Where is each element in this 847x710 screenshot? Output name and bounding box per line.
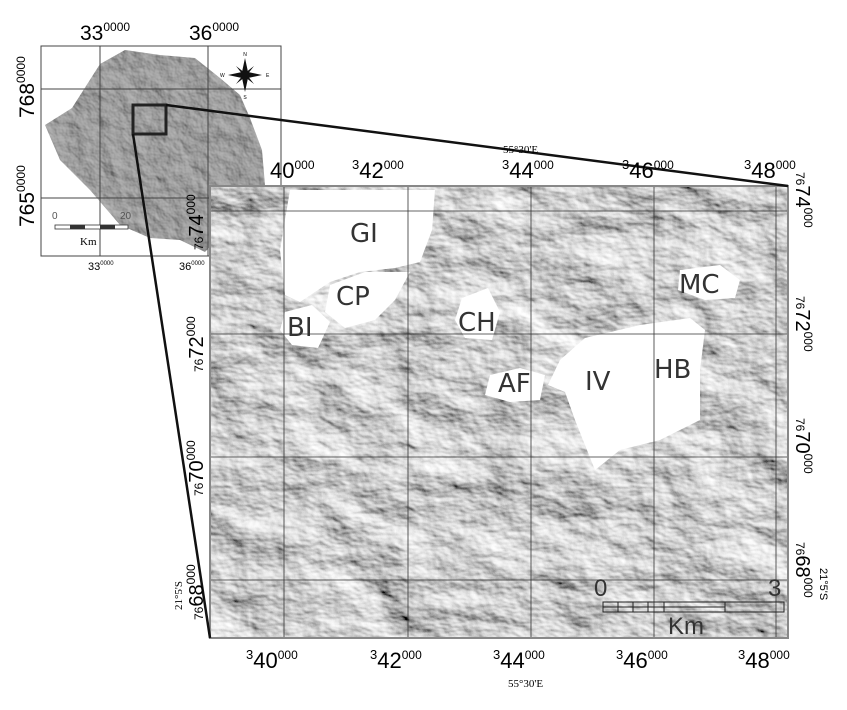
svg-text:N: N <box>243 52 247 58</box>
area-blobs <box>280 190 740 470</box>
inset-tick-top: 330000 <box>80 20 130 45</box>
svg-text:0: 0 <box>52 211 58 222</box>
lat-label-left: 21°5'S <box>173 581 185 610</box>
inset-map: N S E W 330000 360000 7680000 7650000 33… <box>14 20 282 273</box>
svg-text:7672000: 7672000 <box>184 316 208 372</box>
area-label-iv: IV <box>585 367 611 397</box>
svg-text:344000: 344000 <box>502 157 554 183</box>
svg-text:342000: 342000 <box>352 157 404 183</box>
svg-text:7674000: 7674000 <box>791 172 815 228</box>
lat-label-right: 21°5'S <box>817 568 829 600</box>
svg-text:340000: 340000 <box>246 647 298 673</box>
main-map: GI CP BI CH AF IV HB MC 0 3 Km <box>209 185 789 640</box>
zoom-extent-box <box>131 103 168 136</box>
main-scale-bar: 0 3 Km <box>594 575 785 640</box>
main-ticks-right: 7674000 7672000 7670000 7668000 <box>791 172 815 598</box>
inset-tick-bottom: 360000 <box>179 261 205 273</box>
svg-text:20: 20 <box>120 211 132 222</box>
svg-text:7668000: 7668000 <box>184 564 208 620</box>
main-ticks-top: 40000 342000 344000 346000 348000 <box>270 157 796 183</box>
svg-text:3: 3 <box>768 575 781 602</box>
svg-text:344000: 344000 <box>493 647 545 673</box>
inset-scale-bar: 0 20 Km <box>52 211 132 248</box>
svg-text:0: 0 <box>594 575 607 602</box>
area-label-ch: CH <box>458 308 496 338</box>
area-label-cp: CP <box>336 282 370 312</box>
inset-tick-bottom: 330000 <box>88 261 114 273</box>
area-label-hb: HB <box>654 355 691 385</box>
area-label-mc: MC <box>679 270 720 300</box>
grid-lines <box>210 186 788 638</box>
lon-label-bottom: 55°30'E <box>508 678 543 690</box>
inset-tick-left: 7680000 <box>14 56 39 118</box>
lon-label-top: 55°30'E <box>503 144 538 156</box>
svg-text:7670000: 7670000 <box>791 418 815 474</box>
connector-line <box>131 133 212 639</box>
compass-rose-icon: N S E W <box>220 52 270 101</box>
svg-text:348000: 348000 <box>744 157 796 183</box>
svg-text:W: W <box>220 73 225 79</box>
svg-text:Km: Km <box>80 236 97 248</box>
area-label-bi: BI <box>287 313 313 343</box>
svg-text:346000: 346000 <box>622 157 674 183</box>
svg-text:7672000: 7672000 <box>791 296 815 352</box>
svg-text:342000: 342000 <box>370 647 422 673</box>
svg-text:E: E <box>266 73 270 79</box>
inset-tick-top: 360000 <box>189 20 239 45</box>
connector-line <box>165 103 789 188</box>
svg-text:7670000: 7670000 <box>184 440 208 496</box>
main-ticks-bottom: 340000 342000 344000 346000 348000 <box>246 647 790 673</box>
svg-text:348000: 348000 <box>738 647 790 673</box>
area-label-af: AF <box>498 369 531 399</box>
svg-text:S: S <box>243 95 247 101</box>
svg-text:40000: 40000 <box>270 158 315 183</box>
main-ticks-left: 7674000 7672000 7670000 7668000 <box>184 194 208 620</box>
svg-text:7674000: 7674000 <box>184 194 208 250</box>
area-labels: GI CP BI CH AF IV HB MC <box>287 219 720 399</box>
svg-text:346000: 346000 <box>616 647 668 673</box>
svg-text:Km: Km <box>668 613 704 640</box>
inset-tick-left: 7650000 <box>14 165 39 227</box>
area-label-gi: GI <box>350 219 378 249</box>
svg-text:7668000: 7668000 <box>791 542 815 598</box>
